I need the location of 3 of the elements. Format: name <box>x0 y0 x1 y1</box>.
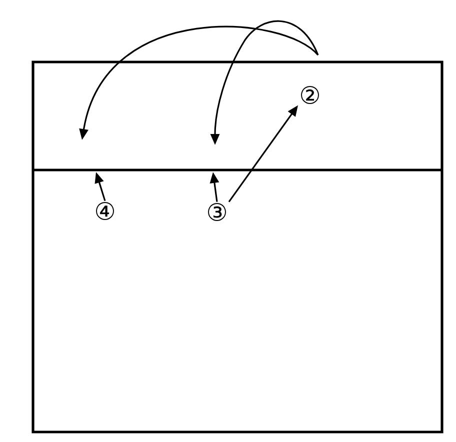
player-number: ② <box>301 86 319 104</box>
player-number: ③ <box>208 203 226 221</box>
player-number: ④ <box>96 202 114 220</box>
